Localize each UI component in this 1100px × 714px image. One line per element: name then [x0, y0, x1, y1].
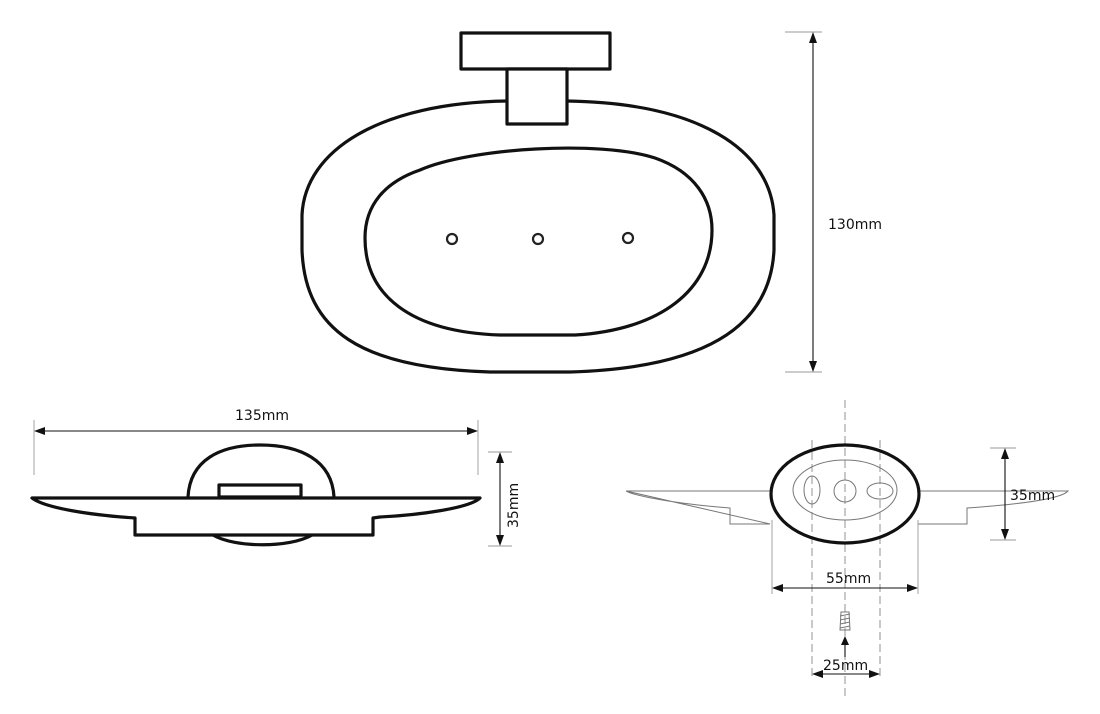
drain-hole: [531, 232, 545, 246]
base-width-dimension: 55mm: [771, 520, 919, 594]
back-depth-dimension: 35mm: [990, 447, 1055, 541]
tray-profile: [30, 496, 482, 537]
back-view: [625, 400, 1070, 700]
drain-hole: [445, 232, 459, 246]
wall-bracket-neck: [505, 67, 569, 126]
side-view: [30, 443, 482, 547]
width-dimension: 135mm: [33, 408, 479, 475]
screw-icon: [839, 611, 851, 657]
wall-bracket-plate: [459, 31, 612, 71]
rosette-dome: [186, 443, 336, 499]
width-label: 135mm: [235, 408, 289, 424]
top-view: [300, 31, 776, 374]
mount-plate: [217, 483, 303, 499]
rosette-oval: [769, 443, 921, 545]
inner-opening: [363, 146, 714, 337]
back-depth-label: 35mm: [1010, 488, 1055, 504]
mount-hole-right: [866, 482, 894, 500]
side-depth-dimension: 35mm: [488, 451, 522, 547]
side-depth-label: 35mm: [506, 483, 522, 528]
drain-hole: [621, 231, 635, 245]
base-width-label: 55mm: [826, 571, 871, 587]
rosette-inner-oval: [792, 459, 898, 521]
screw-spacing-dimension: 25mm: [812, 658, 880, 678]
height-label: 130mm: [828, 217, 882, 233]
outer-ring: [300, 99, 776, 374]
mount-hole-left: [803, 475, 821, 505]
mount-hole-center: [833, 479, 857, 503]
height-dimension: 130mm: [785, 31, 882, 373]
tray-outline-back: [625, 490, 1070, 525]
screw-spacing-label: 25mm: [823, 658, 868, 674]
rosette-bottom: [211, 533, 314, 547]
